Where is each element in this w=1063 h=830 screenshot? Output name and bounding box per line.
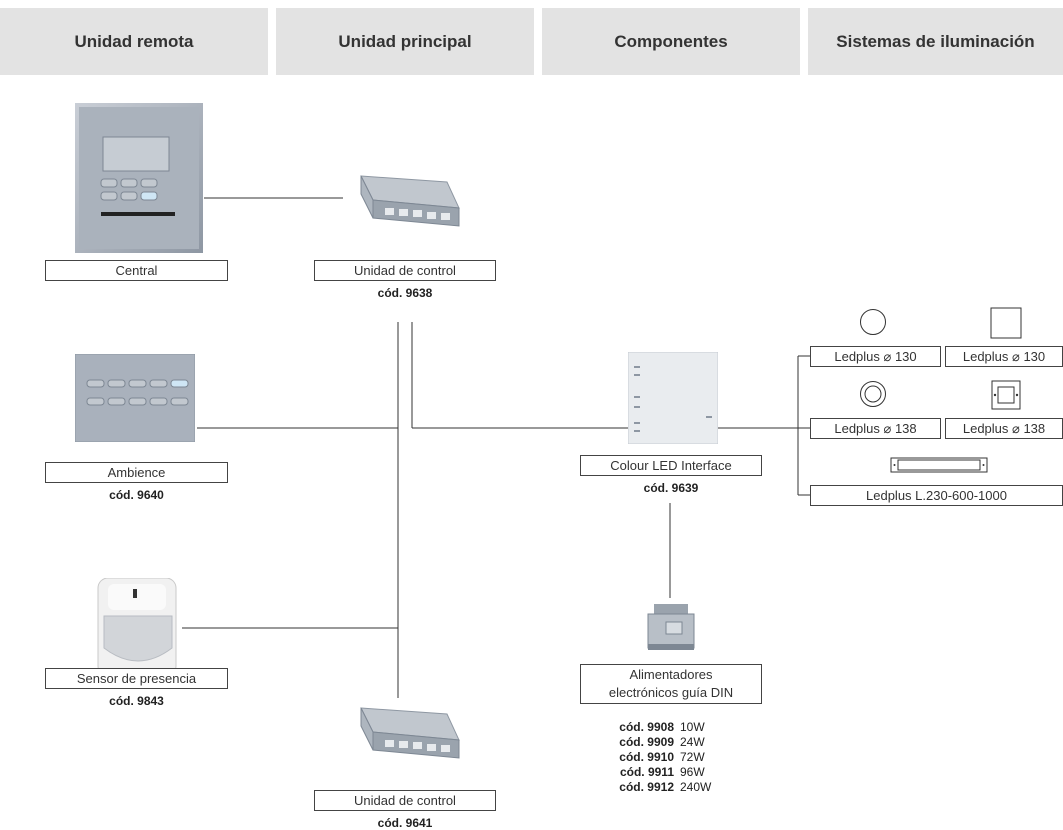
ambience-device-image: [75, 354, 195, 442]
control-unit-top-image: [360, 175, 460, 227]
round-138-icon: [860, 381, 886, 407]
power-supply-label-line1: Alimentadores: [629, 667, 713, 682]
round-130-icon: [860, 309, 886, 335]
led-interface-image: [628, 352, 718, 444]
central-device-image: [75, 103, 203, 253]
control-unit-top-code: cód. 9638: [377, 286, 433, 300]
model-watt: 10W: [680, 720, 705, 734]
model-watt: 72W: [680, 750, 705, 764]
model-watt: 24W: [680, 735, 705, 749]
header-lighting-systems: Sistemas de iluminación: [808, 8, 1063, 75]
ledplus-square-138-label: Ledplus ⌀ 138: [945, 418, 1063, 439]
power-model-row: cód. 9912 240W: [612, 780, 711, 795]
square-130-icon: [990, 307, 1022, 339]
header-components: Componentes: [542, 8, 800, 75]
central-label: Central: [45, 260, 228, 281]
ledplus-square-130-label: Ledplus ⌀ 130: [945, 346, 1063, 367]
presence-sensor-image: [97, 578, 177, 677]
model-code: cód. 9912: [619, 780, 674, 794]
power-supply-label-line2: electrónicos guía DIN: [608, 685, 734, 700]
power-model-row: cód. 9910 72W: [612, 750, 711, 765]
power-supply-label: Alimentadores electrónicos guía DIN: [580, 664, 762, 704]
led-interface-code: cód. 9639: [643, 481, 699, 495]
control-unit-bottom-label: Unidad de control: [314, 790, 496, 811]
ledplus-linear-label: Ledplus L.230-600-1000: [810, 485, 1063, 506]
model-code: cód. 9908: [619, 720, 674, 734]
model-watt: 240W: [680, 780, 712, 794]
power-model-row: cód. 9909 24W: [612, 735, 711, 750]
presence-sensor-label: Sensor de presencia: [45, 668, 228, 689]
control-unit-bottom-code: cód. 9641: [377, 816, 433, 830]
power-model-row: cód. 9908 10W: [612, 720, 711, 735]
header-remote-unit: Unidad remota: [0, 8, 268, 75]
square-138-icon: [991, 380, 1021, 410]
header-main-unit: Unidad principal: [276, 8, 534, 75]
led-interface-label: Colour LED Interface: [580, 455, 762, 476]
power-model-row: cód. 9911 96W: [612, 765, 711, 780]
model-code: cód. 9909: [619, 735, 674, 749]
control-unit-bottom-image: [360, 707, 460, 759]
model-code: cód. 9910: [619, 750, 674, 764]
ambience-code: cód. 9640: [109, 488, 164, 502]
ledplus-round-130-label: Ledplus ⌀ 130: [810, 346, 941, 367]
din-power-supply-image: [647, 604, 695, 650]
linear-fixture-icon: [890, 457, 988, 473]
ambience-label: Ambience: [45, 462, 228, 483]
model-code: cód. 9911: [619, 765, 674, 779]
ledplus-round-138-label: Ledplus ⌀ 138: [810, 418, 941, 439]
model-watt: 96W: [680, 765, 705, 779]
presence-sensor-code: cód. 9843: [109, 694, 164, 708]
control-unit-top-label: Unidad de control: [314, 260, 496, 281]
power-supply-models: cód. 9908 10W cód. 9909 24W cód. 9910 72W c…: [612, 720, 711, 795]
